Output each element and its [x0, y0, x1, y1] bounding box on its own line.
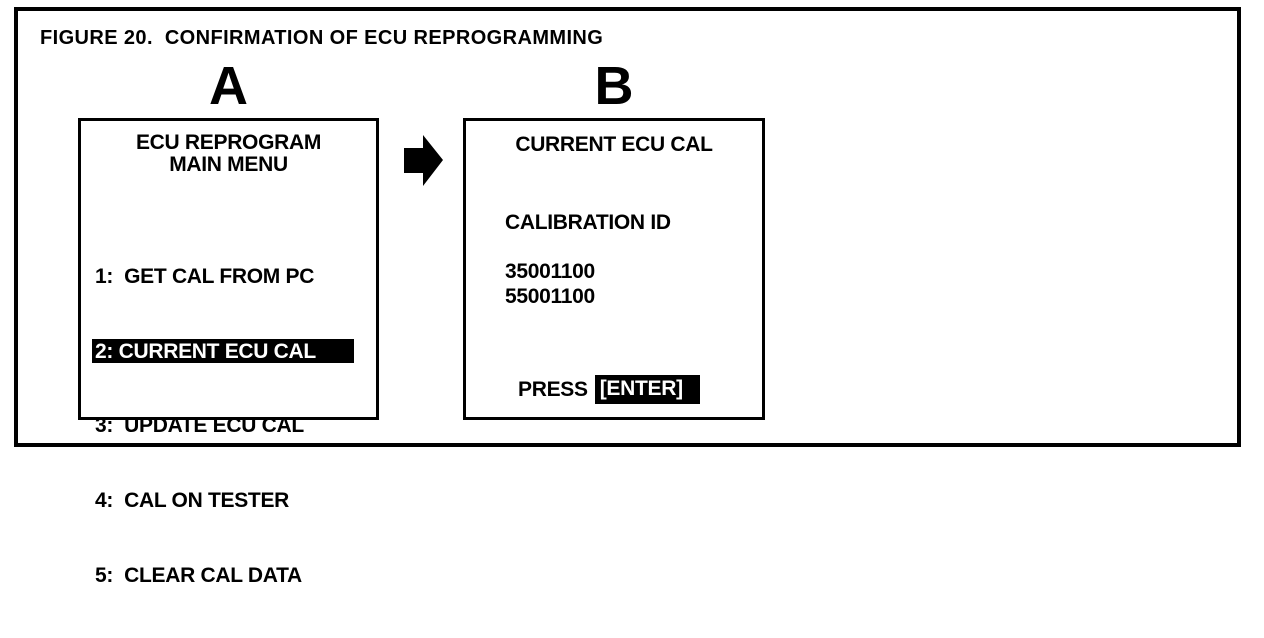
screen-a-tester-display: [78, 118, 379, 420]
screen-b-title: CURRENT ECU CAL: [515, 133, 713, 156]
calibration-id-list: 35001100 55001100: [505, 259, 595, 309]
figure-page: FIGURE 20. CONFIRMATION OF ECU REPROGRAM…: [14, 7, 1241, 587]
menu-item-update-ecu-cal: 3: UPDATE ECU CAL: [95, 414, 304, 437]
panel-a-label: A: [209, 56, 248, 116]
figure-title: FIGURE 20. CONFIRMATION OF ECU REPROGRAM…: [40, 27, 604, 49]
screen-a-title-line2: MAIN MENU: [169, 153, 288, 176]
screen-b-tester-display: [463, 118, 765, 420]
calibration-id-value: 55001100: [505, 285, 595, 308]
menu-item-clear-cal-data: 5: CLEAR CAL DATA: [95, 564, 302, 587]
calibration-id-label: CALIBRATION ID: [505, 211, 671, 234]
press-label: PRESS: [518, 377, 588, 401]
press-enter-prompt: PRESS [ENTER]: [518, 375, 700, 404]
screen-a-menu: 1: GET CAL FROM PC 2: CURRENT ECU CAL 3:…: [92, 214, 354, 638]
right-arrow-icon: [404, 135, 443, 186]
screen-a-title: ECU REPROGRAM MAIN MENU: [78, 132, 379, 176]
enter-key-badge: [ENTER]: [594, 375, 700, 404]
panel-b-label: B: [594, 56, 634, 116]
calibration-id-value: 35001100: [505, 260, 595, 283]
menu-item-current-ecu-cal-selected: 2: CURRENT ECU CAL: [92, 339, 354, 363]
menu-item-cal-on-tester: 4: CAL ON TESTER: [95, 489, 290, 512]
screen-a-title-line1: ECU REPROGRAM: [135, 131, 322, 154]
menu-item-get-cal-from-pc: 1: GET CAL FROM PC: [95, 265, 315, 288]
